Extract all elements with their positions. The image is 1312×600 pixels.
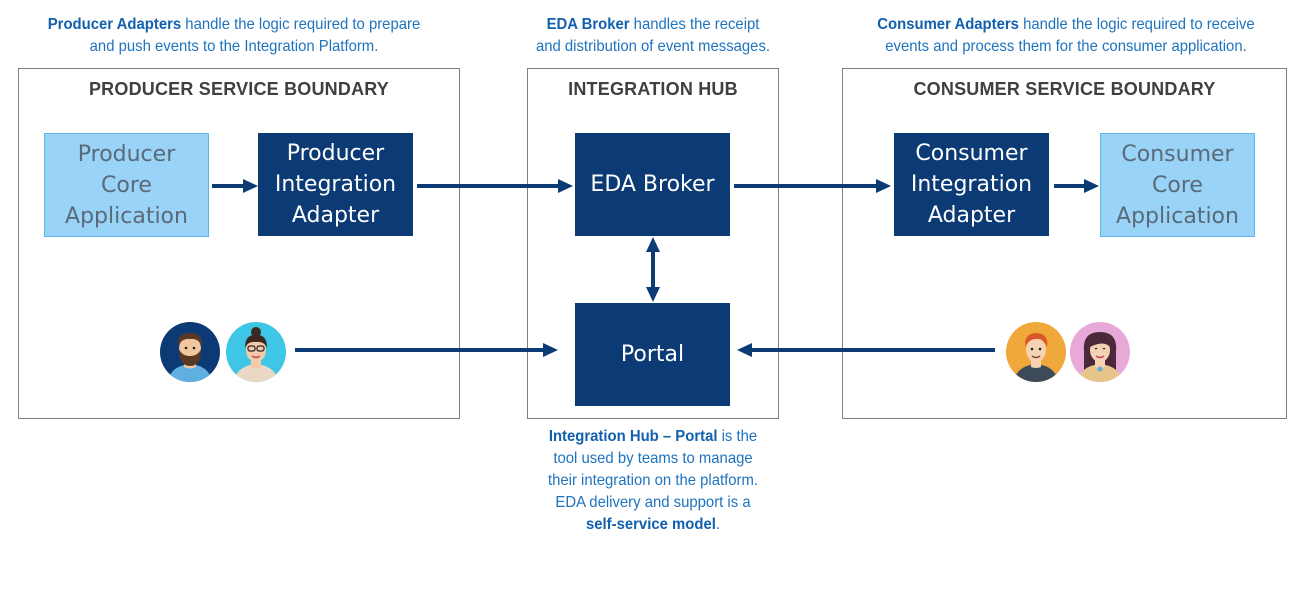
consumer-integration-adapter-box: Consumer Integration Adapter (894, 133, 1049, 236)
portal-note-bold: Integration Hub – Portal (548, 428, 718, 445)
arrow-consumers-to-portal (737, 343, 995, 357)
arrow-adapter-to-broker (417, 179, 573, 193)
producer-adapters-note-text: handle the logic required to prepare (181, 16, 421, 33)
eda-broker-note-line2: and distribution of event messages. (535, 38, 771, 55)
consumer-adapters-note-text: handle the logic required to receive (1018, 16, 1255, 33)
producer-core-line2: Core (101, 172, 152, 198)
producer-core-line1: Producer (77, 141, 176, 167)
arrow-broker-portal-bidirectional (646, 237, 660, 302)
portal-note-text: is the (717, 428, 758, 445)
consumer-adapter-line2: Integration (910, 172, 1033, 197)
portal-label: Portal (620, 342, 685, 367)
consumer-adapters-note-line2: events and process them for the consumer… (885, 38, 1247, 55)
consumer-adapter-line3: Adapter (927, 203, 1016, 228)
woman-avatar-icon (1070, 322, 1130, 382)
portal-note-tail: . (715, 516, 720, 533)
producer-adapter-line3: Adapter (291, 203, 380, 228)
consumer-core-line3: Application (1116, 203, 1239, 229)
arrow-producer-core-to-adapter (212, 179, 258, 193)
eda-broker-note-bold: EDA Broker (546, 16, 630, 33)
woman-glasses-avatar-icon (226, 322, 286, 382)
bearded-man-avatar-icon (160, 322, 220, 382)
consumer-core-line2: Core (1152, 172, 1203, 198)
producer-core-application-box: Producer Core Application (44, 133, 209, 237)
producer-integration-adapter-box: Producer Integration Adapter (258, 133, 413, 236)
producer-adapters-note: Producer Adapters handle the logic requi… (29, 14, 438, 58)
eda-broker-note: EDA Broker handles the receipt and distr… (511, 14, 796, 58)
portal-note-line4: EDA delivery and support is a (555, 494, 751, 511)
arrow-broker-to-consumer-adapter (734, 179, 891, 193)
consumer-boundary-title: CONSUMER SERVICE BOUNDARY (913, 79, 1216, 99)
consumer-core-application-box: Consumer Core Application (1100, 133, 1255, 237)
eda-broker-box: EDA Broker (575, 133, 730, 236)
portal-note: Integration Hub – Portal is the tool use… (511, 426, 796, 536)
arrow-consumer-adapter-to-core (1054, 179, 1099, 193)
portal-note-line2: tool used by teams to manage (553, 450, 753, 467)
eda-broker-note-text: handles the receipt (629, 16, 760, 33)
eda-broker-label: EDA Broker (590, 172, 715, 197)
arrow-producers-to-portal (295, 343, 558, 357)
producer-core-line3: Application (65, 203, 188, 229)
consumer-adapters-note: Consumer Adapters handle the logic requi… (852, 14, 1280, 58)
producer-adapter-line1: Producer (286, 141, 385, 166)
producer-boundary-title: PRODUCER SERVICE BOUNDARY (88, 79, 390, 99)
portal-note-bold2: self-service model (585, 516, 716, 533)
producer-adapters-note-line2: and push events to the Integration Platf… (89, 38, 379, 55)
portal-box: Portal (575, 303, 730, 406)
producer-adapter-line2: Integration (274, 172, 397, 197)
consumer-adapters-note-bold: Consumer Adapters (877, 16, 1019, 33)
man-avatar-icon (1006, 322, 1066, 382)
consumer-adapter-line1: Consumer (915, 141, 1028, 166)
producer-adapters-note-bold: Producer Adapters (47, 16, 182, 33)
consumer-core-line1: Consumer (1121, 141, 1234, 167)
portal-note-line3: their integration on the platform. (547, 472, 759, 489)
integration-hub-title: INTEGRATION HUB (568, 79, 738, 99)
